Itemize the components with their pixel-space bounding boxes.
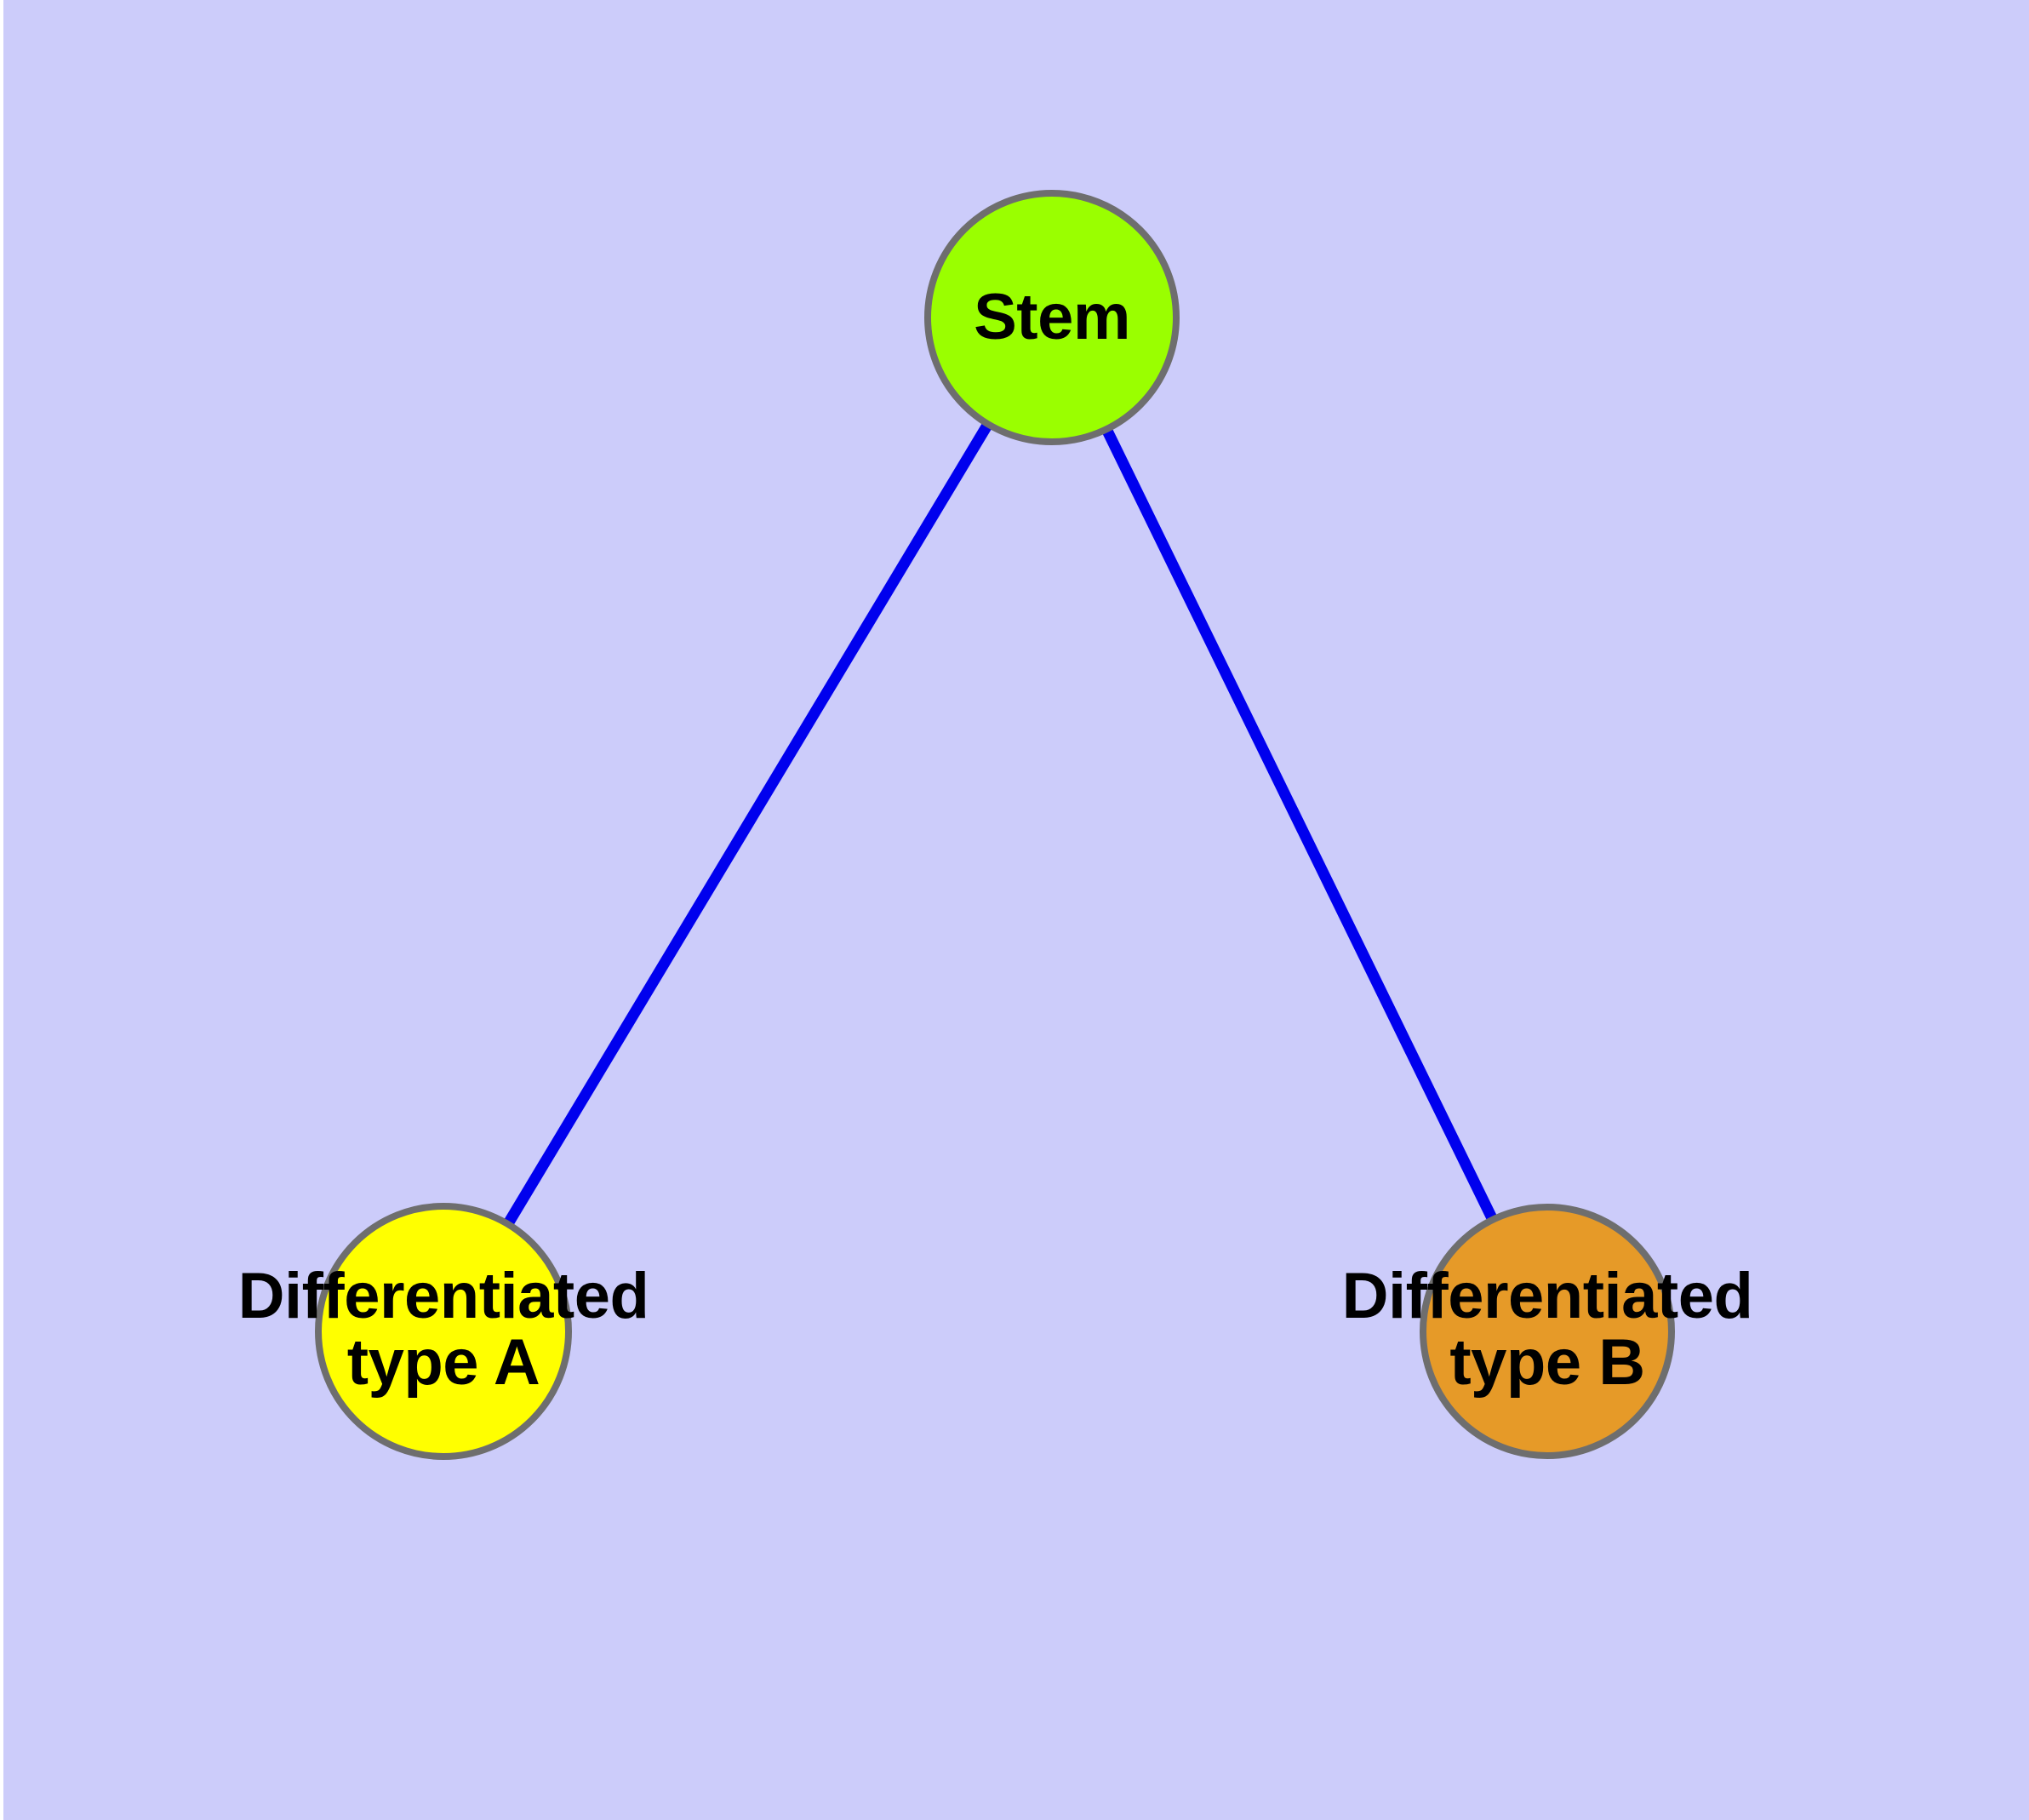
edge-stem-to-diff-a (438, 314, 1057, 1335)
edge-stem-to-diff-b (1047, 315, 1552, 1334)
edges-layer (438, 314, 1552, 1335)
node-diff-b-circle[interactable] (1420, 1204, 1675, 1459)
nodes-layer (315, 190, 1675, 1460)
node-stem-circle[interactable] (924, 190, 1180, 445)
node-diff-a-circle[interactable] (315, 1203, 572, 1460)
